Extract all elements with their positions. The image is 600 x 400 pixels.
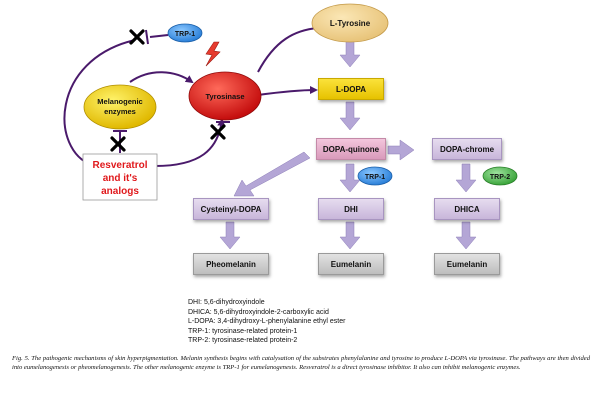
resveratrol-box <box>82 153 158 201</box>
lightning-icon <box>205 41 221 67</box>
tyrosinase-label: Tyrosinase <box>205 92 244 101</box>
inhibit-bar-trp1 <box>145 29 149 45</box>
arrow-ltyrosine-to-ldopa <box>339 39 361 68</box>
melanogenic-label-line1: Melanogenic <box>97 97 142 106</box>
trp2-oval <box>482 166 518 186</box>
tyrosinase-to-trp1-line <box>149 34 169 38</box>
trp1-mid-oval <box>357 166 393 186</box>
legend-item-dhica: DHICA: 5,6-dihydroxyindole-2-carboxylic … <box>188 308 329 316</box>
l-tyrosine-label: L-Tyrosine <box>330 19 371 28</box>
eumelanin-box-1: Eumelanin <box>318 253 384 275</box>
arrow-dhica-to-eumelanin <box>455 221 477 250</box>
melanogenic-enzymes-oval <box>83 84 157 130</box>
melanogenic-label-line2: enzymes <box>104 107 136 116</box>
arrow-dopaquinone-to-dopachrome <box>387 139 415 161</box>
figure-caption: Fig. 5. The pathogenic mechanisms of ski… <box>12 355 590 371</box>
arrow-cysteinyldopa-to-pheomelanin <box>219 221 241 250</box>
tyrosinase-oval <box>188 71 262 121</box>
dopa-quinone-box: DOPA-quinone <box>316 138 386 160</box>
trp1-top-oval <box>167 23 203 43</box>
resveratrol-label-line1: Resveratrol <box>92 160 147 171</box>
resveratrol-label-line3: analogs <box>101 186 139 197</box>
flow-arrows <box>219 39 477 250</box>
tyrosinase-to-ldopa-arrow <box>257 86 318 96</box>
arrow-dopachrome-to-dhica <box>455 163 477 193</box>
trp1-top-label: TRP-1 <box>175 31 195 38</box>
dhi-box: DHI <box>318 198 384 220</box>
x-mark-tyrosinase <box>210 124 226 140</box>
legend-item-dhi: DHI: 5,6-dihydroxyindole <box>188 299 265 306</box>
x-mark-melanogenic <box>110 136 126 152</box>
trp2-label: TRP-2 <box>490 174 510 181</box>
dopa-chrome-box: DOPA-chrome <box>432 138 502 160</box>
melanogenic-to-tyrosinase-arrow <box>129 71 194 84</box>
arrow-dopaquinone-to-cysteinyldopa <box>233 151 311 197</box>
eumelanin-box-2: Eumelanin <box>434 253 500 275</box>
x-mark-trp1 <box>129 29 145 45</box>
legend-item-trp1: TRP-1: tyrosinase-related protein-1 <box>188 327 298 335</box>
resveratrol-label-line2: and it's <box>103 173 138 184</box>
legend-item-trp2: TRP-2: tyrosinase-related protein-2 <box>188 337 298 344</box>
arrow-dhi-to-eumelanin <box>339 221 361 250</box>
arrow-dopaquinone-to-dhi <box>339 163 361 193</box>
arrow-ldopa-to-dopaquinone <box>339 101 361 131</box>
tyrosinase-to-ltyrosine-line <box>257 27 319 73</box>
l-dopa-box: L-DOPA <box>318 78 384 100</box>
l-tyrosine-oval <box>311 3 389 43</box>
abbreviation-legend: DHI: 5,6-dihydroxyindole DHICA: 5,6-dihy… <box>188 298 345 346</box>
resveratrol-to-trp1-inhibit-line <box>63 39 136 166</box>
trp1-mid-label: TRP-1 <box>365 174 385 181</box>
cysteinyl-dopa-box: Cysteinyl-DOPA <box>193 198 269 220</box>
dhica-box: DHICA <box>434 198 500 220</box>
legend-item-l-dopa: L-DOPA: 3,4-dihydroxy-L-phenylalanine et… <box>188 318 346 325</box>
pheomelanin-box: Pheomelanin <box>193 253 269 275</box>
